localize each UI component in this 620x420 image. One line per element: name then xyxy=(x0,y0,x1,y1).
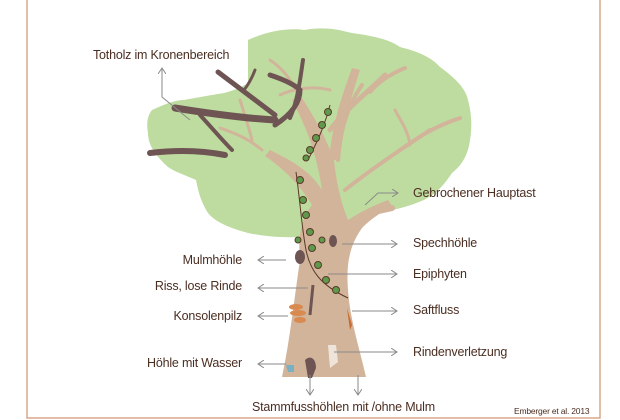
label-sap-flow: Saftfluss xyxy=(413,303,460,317)
base-hollow xyxy=(305,357,316,378)
tree-trunk-and-branches xyxy=(218,58,462,377)
label-bracket-fungus: Konsolenpilz xyxy=(173,309,243,323)
citation: Emberger et al. 2013 xyxy=(514,406,590,416)
pointer-arrows xyxy=(162,68,398,395)
sap-flow xyxy=(347,308,352,330)
label-epiphytes: Epiphyten xyxy=(413,267,467,281)
label-base-hollows: Stammfusshöhlen mit /ohne Mulm xyxy=(252,400,435,414)
label-woodpecker-hole: Spechhöhle xyxy=(413,236,478,250)
label-water-hollow: Höhle mit Wasser xyxy=(147,356,242,370)
label-broken-main-branch: Gebrochener Hauptast xyxy=(413,186,536,200)
label-deadwood-crown: Totholz im Kronenbereich xyxy=(93,48,230,62)
woodpecker-hole xyxy=(329,235,337,247)
mould-hollow xyxy=(295,250,305,264)
label-mould-hollow: Mulmhöhle xyxy=(182,253,243,267)
water-hollow xyxy=(286,365,294,372)
label-bark-injury: Rindenverletzung xyxy=(413,345,508,359)
bracket-fungus xyxy=(289,304,306,323)
bark-crack xyxy=(308,284,315,316)
frame-border xyxy=(26,0,601,419)
ivy-epiphytes xyxy=(294,104,349,299)
bark-injury xyxy=(328,345,338,368)
deadwood-branches xyxy=(147,58,305,158)
label-crack-loose-bark: Riss, lose Rinde xyxy=(154,279,242,293)
